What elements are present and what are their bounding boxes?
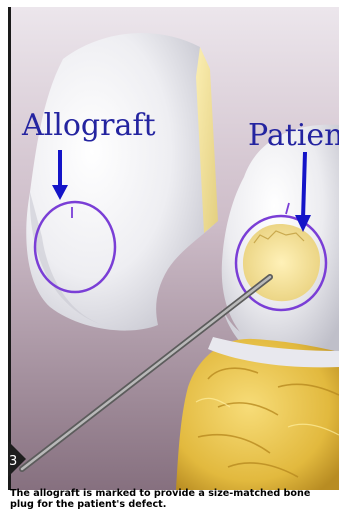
allograft-label: Allograft <box>21 108 156 143</box>
knee-graft-figure: Allograft Patient 3 <box>8 7 339 490</box>
slide-number-text: 3 <box>9 454 17 469</box>
patient-label: Patient <box>248 118 339 153</box>
caption-line-2: plug for the patient's defect. <box>10 499 338 510</box>
caption-line-1: The allograft is marked to provide a siz… <box>10 488 338 499</box>
caption: The allograft is marked to provide a siz… <box>10 488 338 510</box>
frame-edge <box>8 7 11 490</box>
surgical-illustration: Allograft Patient 3 <box>8 7 339 490</box>
